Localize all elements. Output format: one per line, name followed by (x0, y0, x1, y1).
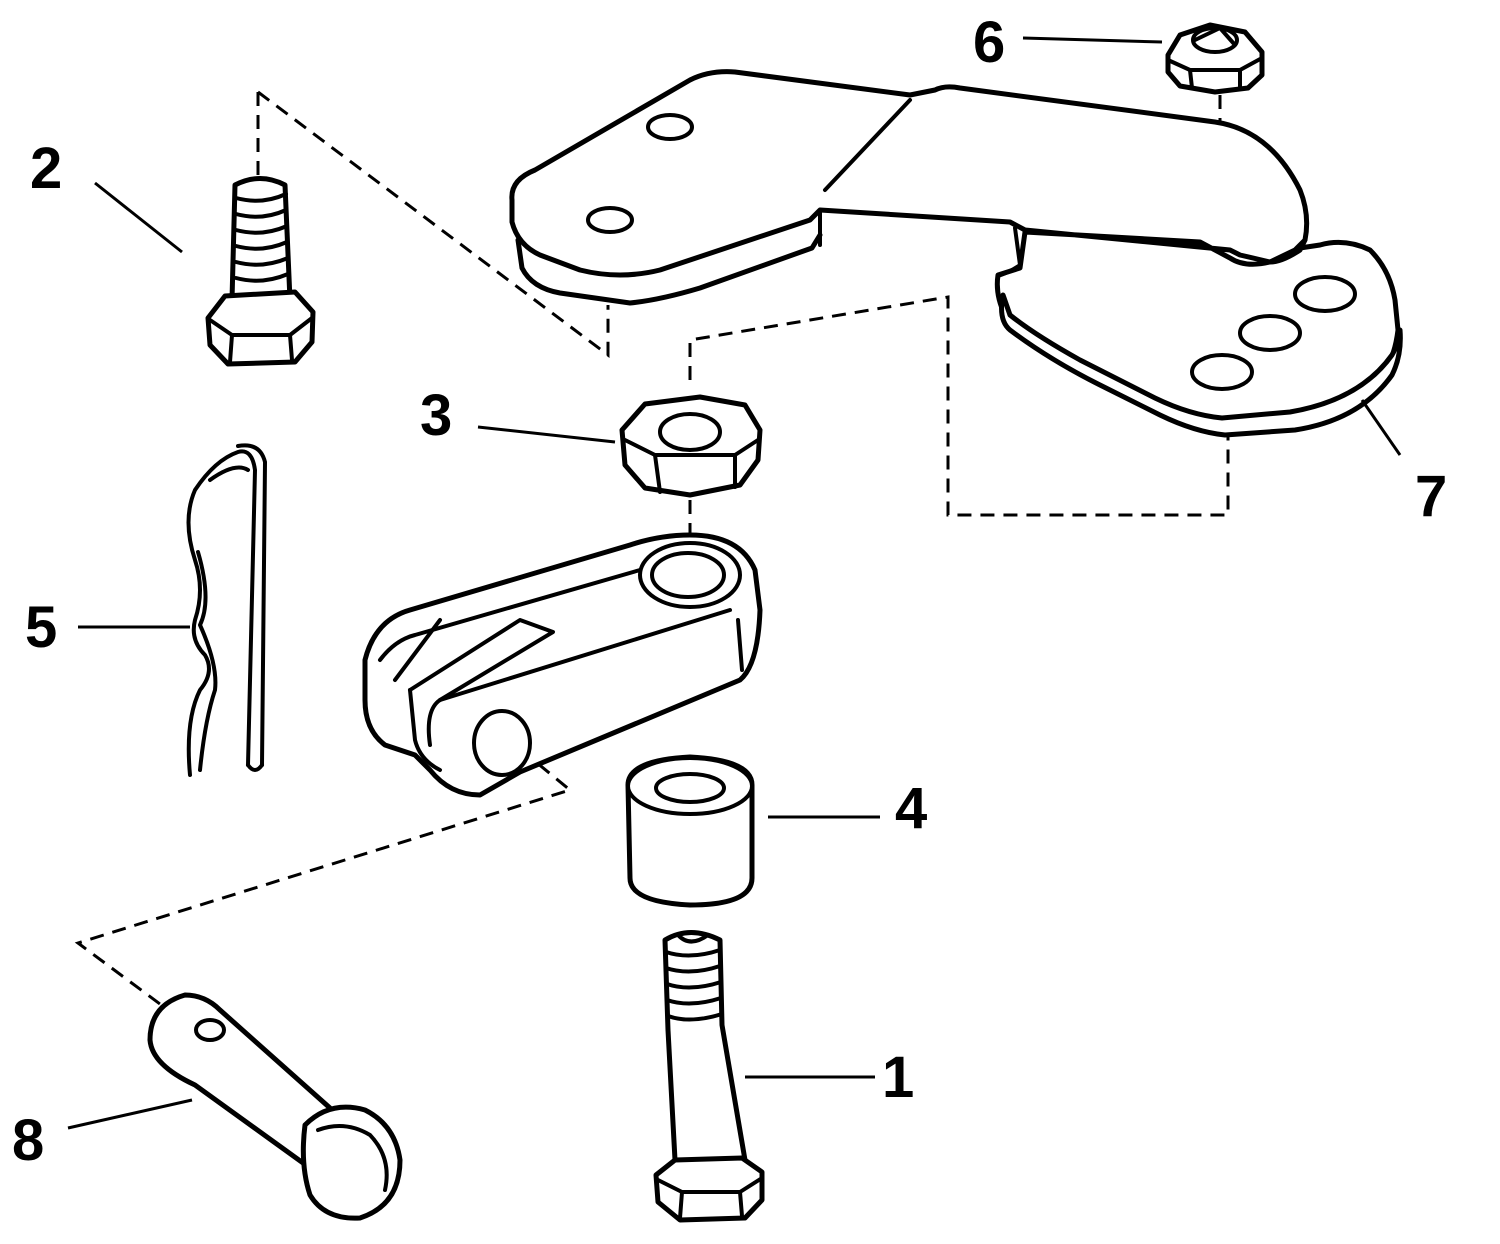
callout-3: 3 (420, 383, 452, 448)
bracket-hole-2 (586, 206, 634, 234)
leader-2 (94, 181, 183, 254)
callout-8: 8 (12, 1108, 44, 1173)
hairpin-cotter-pin (186, 443, 267, 777)
leader-6 (1022, 36, 1163, 44)
bracket-hole-4 (1238, 314, 1302, 352)
bracket-hole-1 (646, 113, 694, 141)
hex-bolt (205, 176, 316, 367)
leader-8 (67, 1098, 193, 1130)
locknut (1165, 22, 1265, 95)
callout-5: 5 (25, 595, 57, 660)
leader-3 (477, 425, 616, 444)
clevis-yoke (362, 532, 763, 798)
bracket-plate (509, 69, 1403, 438)
bracket-hole-3 (1293, 275, 1357, 313)
callout-4: 4 (895, 776, 927, 841)
spacer-bushing (625, 754, 755, 908)
callout-6: 6 (973, 10, 1005, 75)
clevis-pin (147, 992, 403, 1221)
hex-nut (619, 394, 763, 498)
callout-labels: 2 3 5 6 7 4 1 8 (12, 10, 1447, 1173)
bracket-hole-5 (1190, 353, 1254, 391)
leader-lines (67, 36, 1402, 1130)
callout-2: 2 (30, 136, 62, 201)
leader-7 (1360, 399, 1402, 456)
callout-7: 7 (1415, 464, 1447, 529)
shoulder-bolt (653, 930, 765, 1223)
callout-1: 1 (882, 1045, 914, 1110)
